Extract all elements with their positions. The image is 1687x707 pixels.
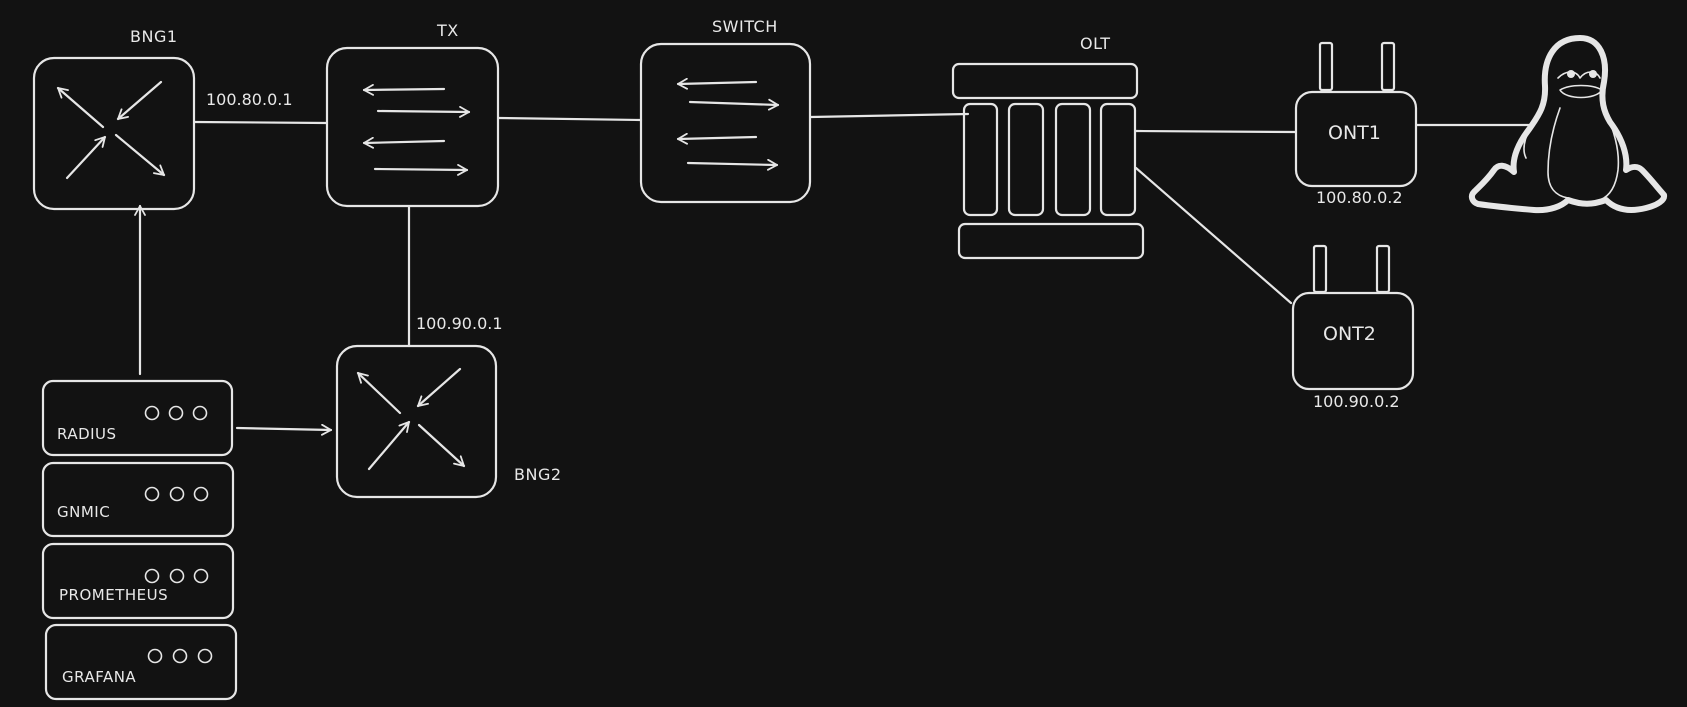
olt-icon [951,62,1145,260]
router-icon [32,56,196,211]
server-label: RADIUS [57,425,117,443]
server-gnmic[interactable]: GNMIC [41,461,235,538]
link-switch-olt [809,112,970,119]
connections [134,112,1532,436]
link-olt-ont1 [1134,129,1297,134]
server-label: PROMETHEUS [59,586,168,604]
server-prometheus[interactable]: PROMETHEUS [41,542,235,620]
ont1-ip: 100.80.0.2 [1316,188,1403,207]
bng1-label: BNG1 [130,27,178,46]
server-label: GRAFANA [62,668,136,686]
olt-label: OLT [1080,34,1111,53]
bng1-tx-ip: 100.80.0.1 [206,90,293,109]
olt-chassis[interactable]: OLT [951,34,1145,260]
bng2-label: BNG2 [514,465,562,484]
server-grafana[interactable]: GRAFANA [44,623,238,701]
ont-icon [1294,41,1418,188]
core-switch[interactable]: SWITCH [639,17,812,204]
arrow-radius-bng2 [235,423,333,436]
switch-label: SWITCH [712,17,778,36]
ont2-label: ONT2 [1323,323,1376,345]
ont1-device[interactable]: ONT1 100.80.0.2 [1294,41,1418,207]
router-icon [335,344,498,499]
ont1-label: ONT1 [1328,122,1381,144]
server-label: GNMIC [57,503,110,521]
tx-bng2-ip: 100.90.0.1 [416,314,503,333]
tx-label: TX [436,21,459,40]
link-olt-ont2 [1134,166,1293,305]
switch-icon [325,46,500,208]
switch-icon [639,42,812,204]
tx-switch[interactable]: TX [325,21,500,208]
link-tx-switch [497,116,643,122]
ont2-ip: 100.90.0.2 [1313,392,1400,411]
bng1-router[interactable]: BNG1 [32,27,196,211]
server-radius[interactable]: RADIUS [41,379,234,457]
ont-icon [1291,244,1415,391]
link-bng1-tx [193,120,329,125]
tux-icon[interactable] [1468,35,1668,214]
ont2-device[interactable]: ONT2 100.90.0.2 [1291,244,1415,411]
bng2-router[interactable]: BNG2 [335,344,562,499]
